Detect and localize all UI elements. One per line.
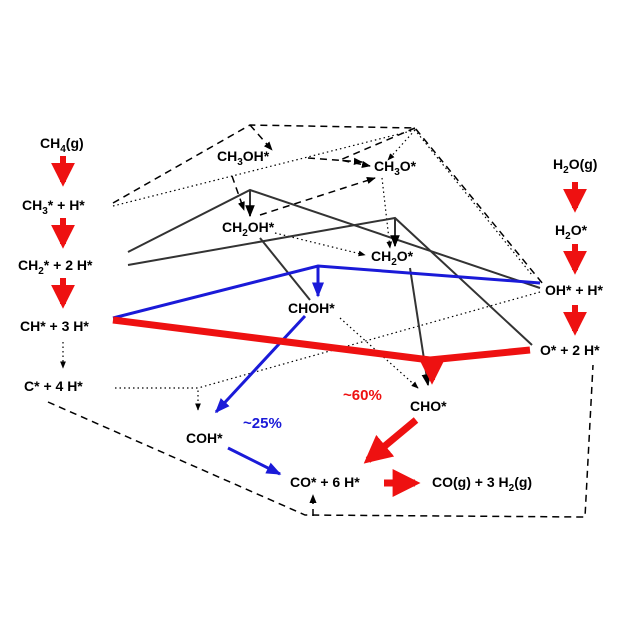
red-line-ch-to-o bbox=[112, 316, 531, 364]
blue-pathway bbox=[112, 264, 541, 476]
label-ch2o: CH2O* bbox=[371, 248, 414, 268]
label-ch3-h: CH3* + H* bbox=[22, 197, 85, 217]
dashed-connectors bbox=[47, 124, 594, 518]
blue-arrow-choh-to-coh bbox=[214, 314, 307, 414]
dotted-line-oh-to-c bbox=[197, 291, 541, 389]
label-ch-3h: CH* + 3 H* bbox=[20, 318, 89, 334]
dotted-line-c-to-coh bbox=[115, 387, 201, 411]
label-coh: COH* bbox=[186, 430, 223, 446]
solid-line-ch2o-to-cho bbox=[409, 267, 432, 387]
label-h2o-gas: H2O(g) bbox=[553, 156, 598, 176]
blue-arrow-coh-to-co bbox=[227, 446, 282, 476]
dotted-line-ch3-to-top-right bbox=[112, 129, 533, 276]
label-oh-h: OH* + H* bbox=[545, 282, 603, 298]
label-ch2-2h: CH2* + 2 H* bbox=[18, 257, 93, 277]
dashed-line-ch3-to-top bbox=[112, 124, 544, 285]
label-co-6h: CO* + 6 H* bbox=[290, 474, 360, 490]
label-cho: CHO* bbox=[410, 398, 447, 414]
label-o-2h: O* + 2 H* bbox=[540, 342, 600, 358]
percentage-coh-pathway: ~25% bbox=[243, 415, 282, 432]
red-arrow-cho-to-co bbox=[363, 417, 419, 464]
dashed-line-ch2oh-to-ch3o bbox=[259, 177, 376, 216]
solid-line-ch2-to-o bbox=[127, 216, 533, 346]
dashed-line-ch3oh-to-ch2oh bbox=[231, 175, 245, 211]
label-c-4h: C* + 4 H* bbox=[24, 378, 83, 394]
label-ch3oh: CH3OH* bbox=[217, 148, 270, 168]
label-ch2oh: CH2OH* bbox=[222, 219, 275, 239]
solid-line-ch2oh-to-choh bbox=[259, 237, 311, 301]
dotted-line-ch2oh-to-ch2o bbox=[274, 232, 366, 257]
dashed-line-ch3oh-to-ch3o bbox=[307, 157, 363, 165]
label-ch3o: CH3O* bbox=[374, 158, 417, 178]
dashed-line-c-to-co bbox=[47, 364, 594, 518]
label-co-gas: CO(g) + 3 H2(g) bbox=[432, 474, 533, 494]
percentage-cho-pathway: ~60% bbox=[343, 387, 382, 404]
dashed-line-top-to-ch3oh bbox=[249, 124, 273, 151]
label-h2o: H2O* bbox=[555, 222, 588, 242]
label-ch4-gas: CH4(g) bbox=[40, 135, 84, 155]
red-pathway bbox=[51, 156, 587, 497]
label-choh: CHOH* bbox=[288, 300, 335, 316]
solid-connectors bbox=[127, 188, 541, 387]
